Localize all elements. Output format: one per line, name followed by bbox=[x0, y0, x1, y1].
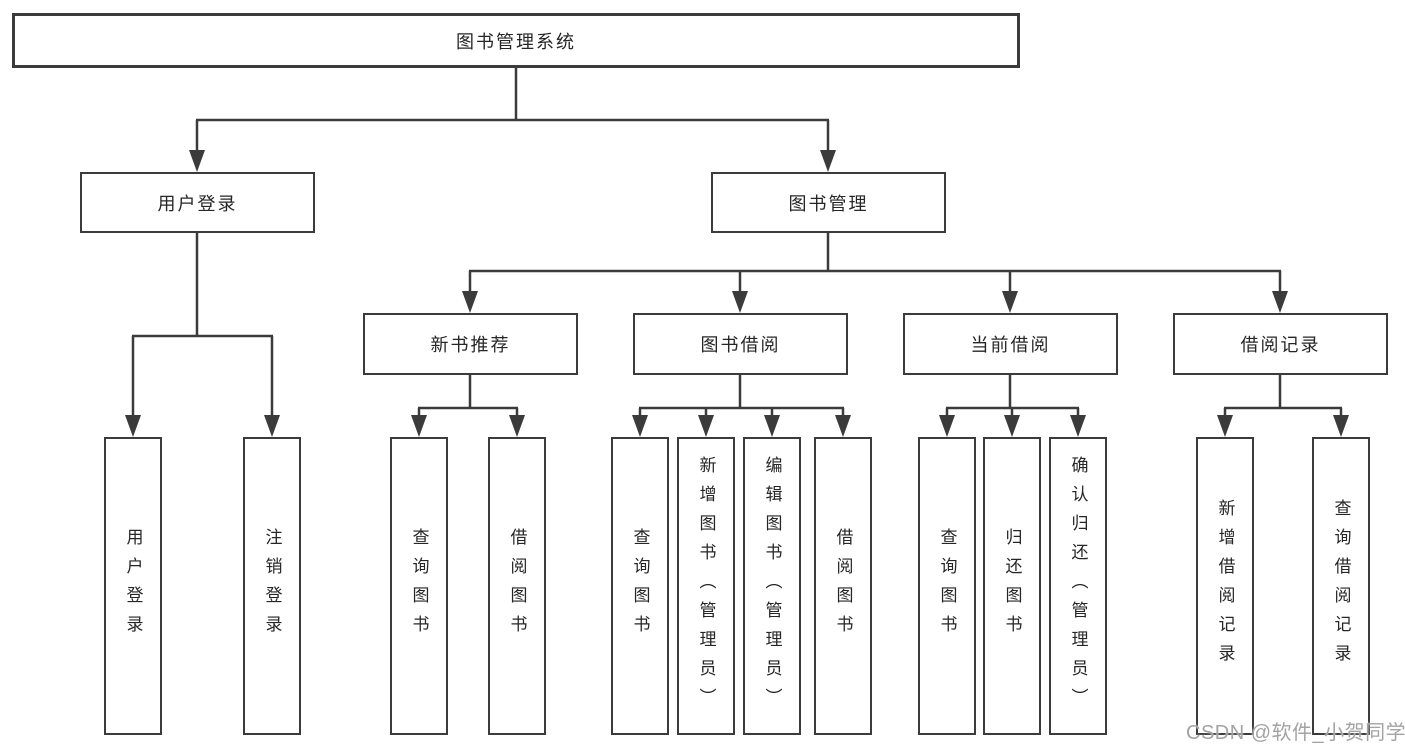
arrowhead bbox=[462, 291, 478, 313]
leaf-query-borrow-record: 查询借阅记录 bbox=[1312, 437, 1370, 735]
leaf-edit-book-admin: 编辑图书（管理员） bbox=[743, 437, 801, 735]
connector-book-borrow-to-leaves bbox=[632, 375, 851, 437]
leaf-add-borrow-record: 新增借阅记录 bbox=[1196, 437, 1254, 735]
arrowhead bbox=[125, 415, 141, 437]
connector-current-borrow-to-leaves bbox=[939, 375, 1086, 437]
arrowhead bbox=[698, 415, 714, 437]
connector-root-to-level2 bbox=[189, 68, 836, 172]
node-user-login: 用户登录 bbox=[80, 172, 315, 233]
arrowhead bbox=[632, 415, 648, 437]
leaf-borrow-books: 借阅图书 bbox=[814, 437, 872, 735]
connector-book-management-to-level3 bbox=[462, 233, 1288, 313]
leaf-query-books-borrow: 查询图书 bbox=[611, 437, 669, 735]
leaf-borrow-books-recommend: 借阅图书 bbox=[488, 437, 546, 735]
leaf-query-books-current: 查询图书 bbox=[918, 437, 976, 735]
node-borrow-records: 借阅记录 bbox=[1173, 313, 1388, 375]
arrowhead bbox=[820, 150, 836, 172]
arrowhead bbox=[1002, 291, 1018, 313]
arrowhead bbox=[764, 415, 780, 437]
arrowhead bbox=[1070, 415, 1086, 437]
arrowhead bbox=[732, 291, 748, 313]
connector-new-book-recommend-to-leaves bbox=[411, 375, 525, 437]
arrowhead bbox=[835, 415, 851, 437]
leaf-confirm-return-admin: 确认归还（管理员） bbox=[1049, 437, 1107, 735]
node-book-management: 图书管理 bbox=[711, 172, 946, 233]
connector-borrow-records-to-leaves bbox=[1217, 375, 1349, 437]
leaf-add-book-admin: 新增图书（管理员） bbox=[677, 437, 735, 735]
arrowhead bbox=[411, 415, 427, 437]
connector-user-login-to-leaves bbox=[125, 233, 280, 437]
arrowhead bbox=[1004, 415, 1020, 437]
leaf-query-books-recommend: 查询图书 bbox=[390, 437, 448, 735]
node-current-borrow: 当前借阅 bbox=[903, 313, 1118, 375]
arrowhead bbox=[264, 415, 280, 437]
leaf-return-books: 归还图书 bbox=[983, 437, 1041, 735]
arrowhead bbox=[1333, 415, 1349, 437]
arrowhead bbox=[189, 150, 205, 172]
arrowhead bbox=[1272, 291, 1288, 313]
arrowhead bbox=[1217, 415, 1233, 437]
node-root: 图书管理系统 bbox=[12, 13, 1020, 68]
watermark: CSDN @软件_小贺同学 bbox=[1186, 722, 1405, 744]
node-new-book-recommend: 新书推荐 bbox=[363, 313, 578, 375]
arrowhead bbox=[939, 415, 955, 437]
node-book-borrow: 图书借阅 bbox=[633, 313, 848, 375]
leaf-user-login: 用户登录 bbox=[104, 437, 162, 735]
arrowhead bbox=[509, 415, 525, 437]
leaf-logout: 注销登录 bbox=[243, 437, 301, 735]
